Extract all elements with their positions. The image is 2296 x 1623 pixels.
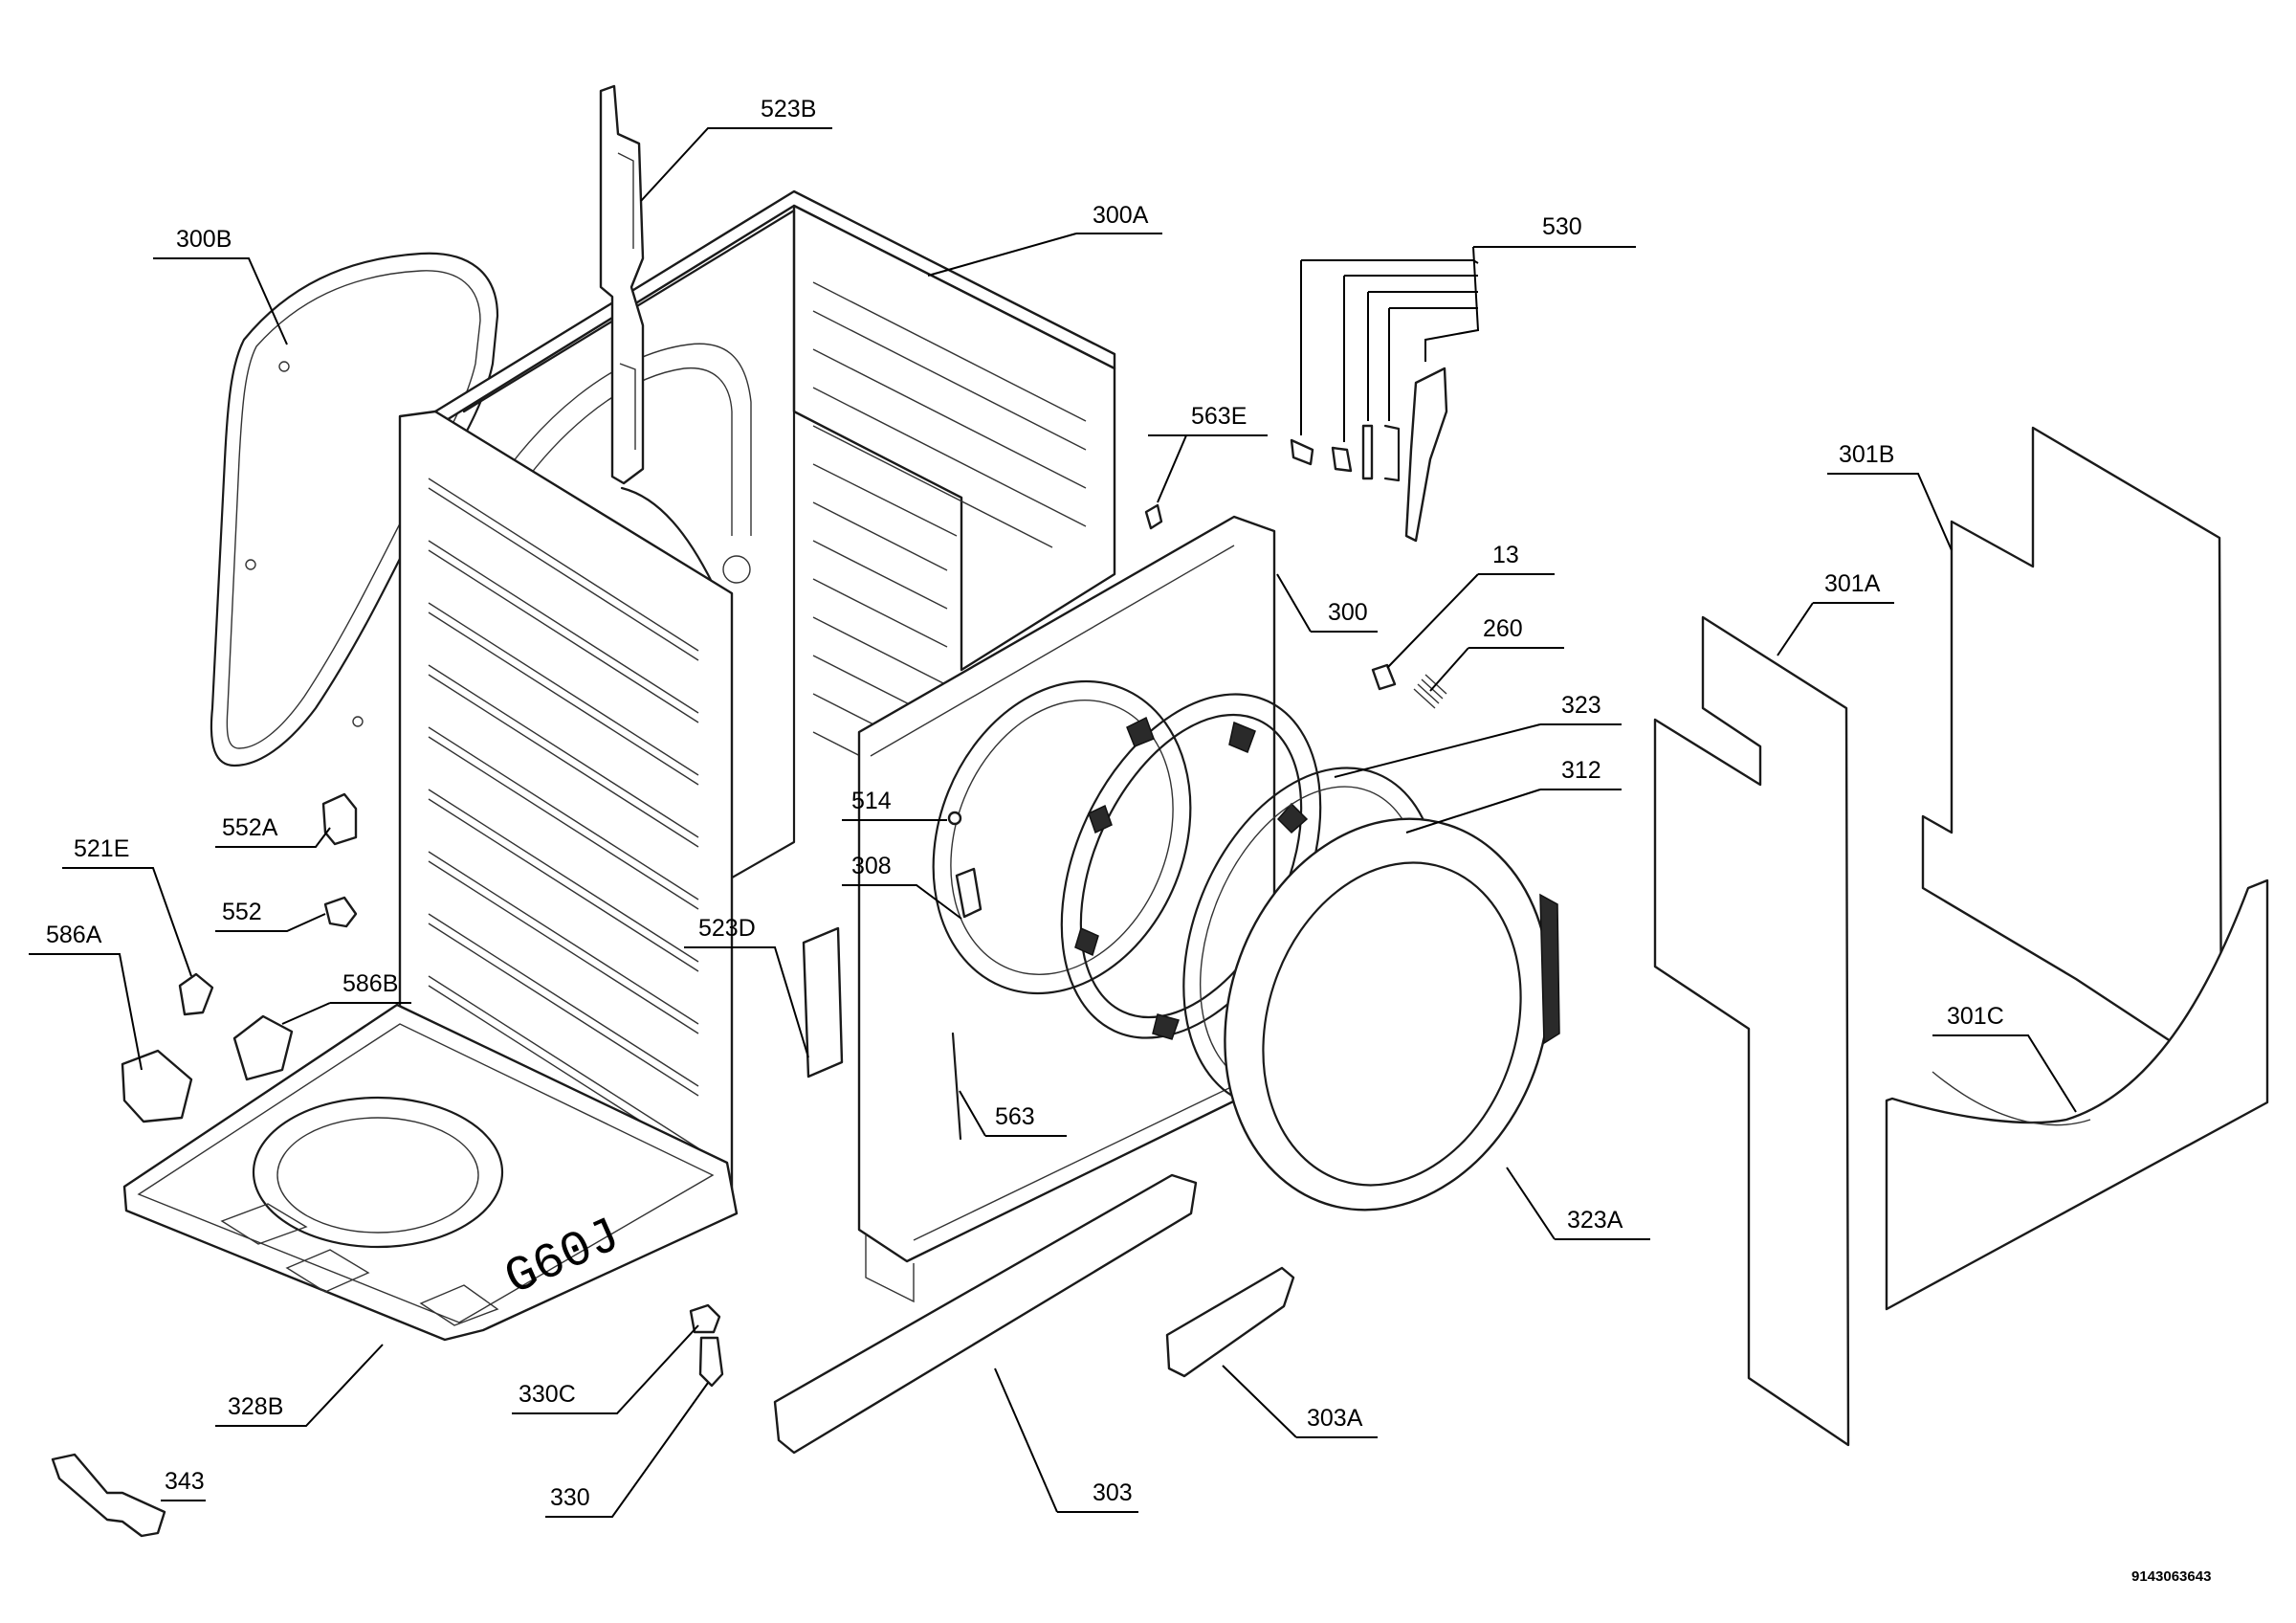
callout-330C: 330C — [519, 1381, 576, 1408]
callout-323: 323 — [1561, 692, 1601, 719]
plinth-303 — [773, 1173, 1198, 1455]
callout-514: 514 — [851, 788, 892, 814]
bracket-523B — [599, 84, 645, 485]
clip-563E — [1144, 503, 1163, 530]
callout-552: 552 — [222, 899, 262, 925]
bracket-523D — [802, 926, 844, 1078]
door-handle-13 — [1371, 663, 1397, 691]
callout-343: 343 — [165, 1468, 205, 1495]
callout-586A: 586A — [46, 922, 102, 948]
hinge-586A — [121, 1049, 193, 1123]
callout-301C: 301C — [1947, 1003, 2004, 1030]
rear-seal-300B — [210, 252, 499, 767]
callout-330: 330 — [550, 1484, 590, 1511]
door-outer-323A — [1224, 817, 1560, 1212]
callout-300A: 300A — [1093, 202, 1149, 229]
callout-523D: 523D — [698, 915, 756, 942]
callout-563: 563 — [995, 1103, 1035, 1130]
callout-303A: 303A — [1307, 1405, 1363, 1432]
callout-300B: 300B — [176, 226, 232, 253]
callout-260: 260 — [1483, 615, 1523, 642]
spring-260 — [1413, 674, 1447, 709]
latch-552A — [321, 792, 358, 846]
lock-530-parts — [1290, 367, 1448, 543]
insulation-panel-301B — [1921, 426, 2223, 1077]
reference-number: 9143063643 — [2131, 1568, 2211, 1585]
callout-300: 300 — [1328, 599, 1368, 626]
rod-563 — [951, 1032, 962, 1141]
callout-523B: 523B — [761, 96, 816, 122]
callout-563E: 563E — [1191, 403, 1247, 430]
callout-301A: 301A — [1824, 570, 1881, 597]
screw-514 — [947, 811, 962, 826]
foot-330 — [698, 1336, 724, 1388]
callout-303: 303 — [1093, 1479, 1133, 1506]
base-plate-328B: G60J — [122, 1003, 739, 1342]
hinge-308 — [955, 867, 982, 919]
latch-552 — [323, 896, 358, 928]
callout-312: 312 — [1561, 757, 1601, 784]
sensor-521E — [178, 972, 214, 1016]
callout-530: 530 — [1542, 213, 1582, 240]
insulation-panel-301A — [1653, 615, 1850, 1447]
callouts: 523B 300A 300B 530 563E 301B 13 — [29, 96, 2077, 1518]
insulation-panel-301C — [1885, 878, 2269, 1311]
wrench-343 — [51, 1453, 166, 1538]
hinge-586B — [232, 1014, 294, 1081]
callout-308: 308 — [851, 853, 892, 879]
callout-13: 13 — [1492, 542, 1519, 568]
callout-328B: 328B — [228, 1393, 283, 1420]
callout-586B: 586B — [342, 970, 398, 997]
filter-cover-303A — [1165, 1266, 1295, 1378]
callout-552A: 552A — [222, 814, 278, 841]
callout-301B: 301B — [1839, 441, 1894, 468]
callout-323A: 323A — [1567, 1207, 1623, 1234]
callout-521E: 521E — [74, 835, 129, 862]
